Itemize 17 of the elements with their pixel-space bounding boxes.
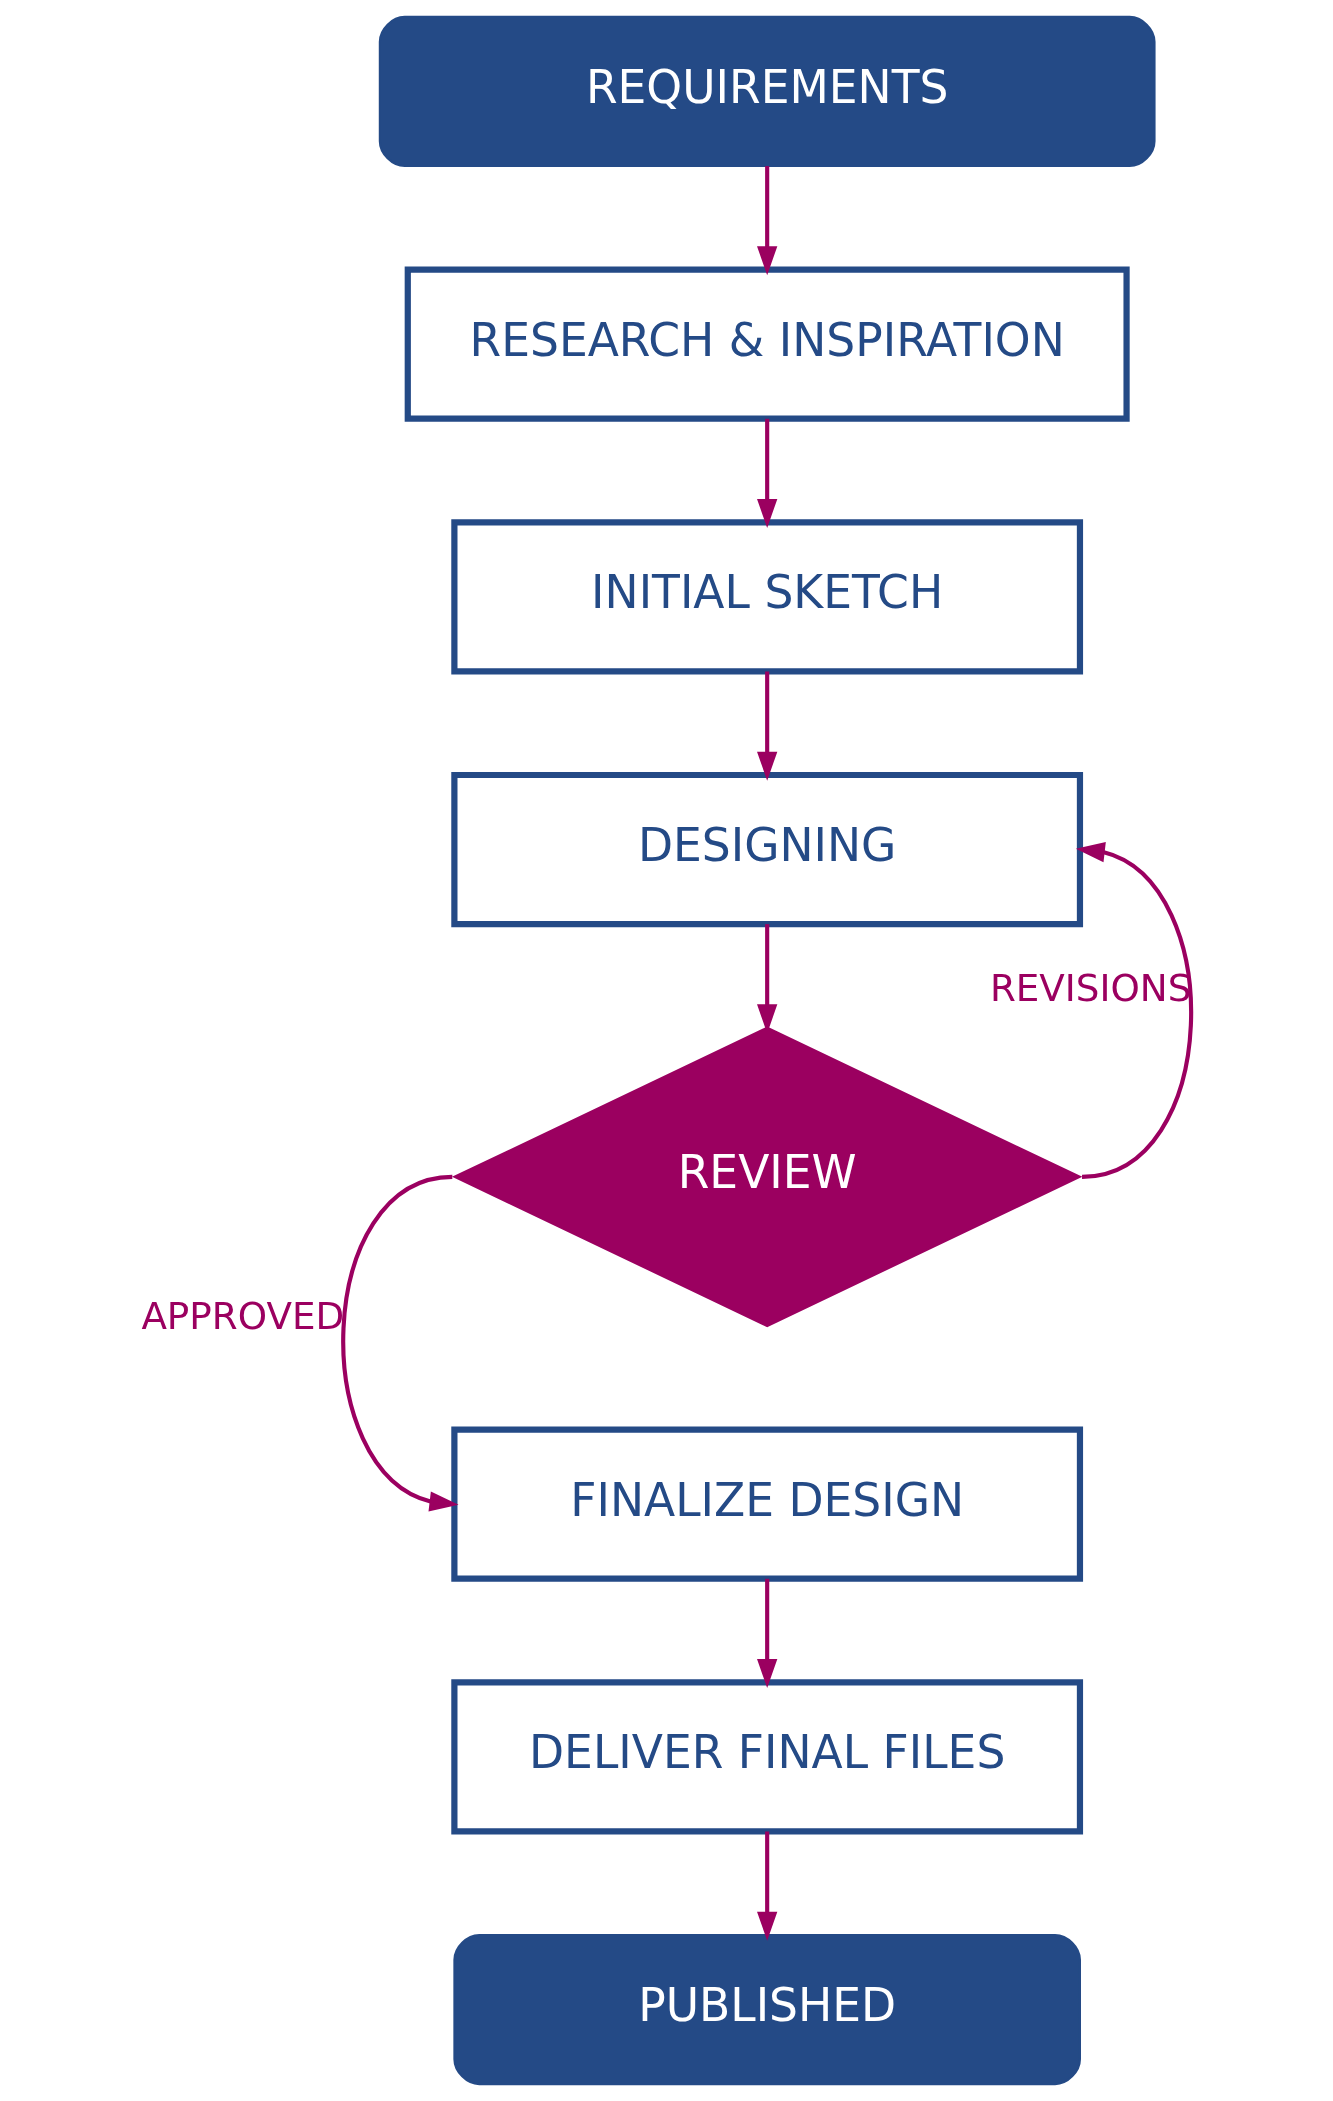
edge-label: APPROVED: [140, 1294, 344, 1339]
arrow: [1075, 842, 1193, 1179]
node-box: DELIVER FINAL FILES: [450, 1679, 1083, 1835]
arrow: [756, 418, 777, 528]
node-diamond: REVIEW: [451, 1026, 1082, 1328]
edge-label: REVISIONS: [989, 966, 1191, 1011]
node-box: RESEARCH & INSPIRATION: [404, 266, 1130, 422]
arrow: [756, 671, 777, 781]
node-box: REQUIREMENTS: [378, 15, 1156, 168]
node-box: DESIGNING: [450, 771, 1083, 928]
arrow: [756, 1831, 777, 1941]
node-box: FINALIZE DESIGN: [450, 1426, 1083, 1582]
arrow: [756, 166, 777, 276]
node-box: INITIAL SKETCH: [450, 519, 1083, 675]
node-box: PUBLISHED: [452, 1933, 1081, 2086]
arrow: [340, 1174, 459, 1512]
arrow: [756, 1578, 777, 1688]
